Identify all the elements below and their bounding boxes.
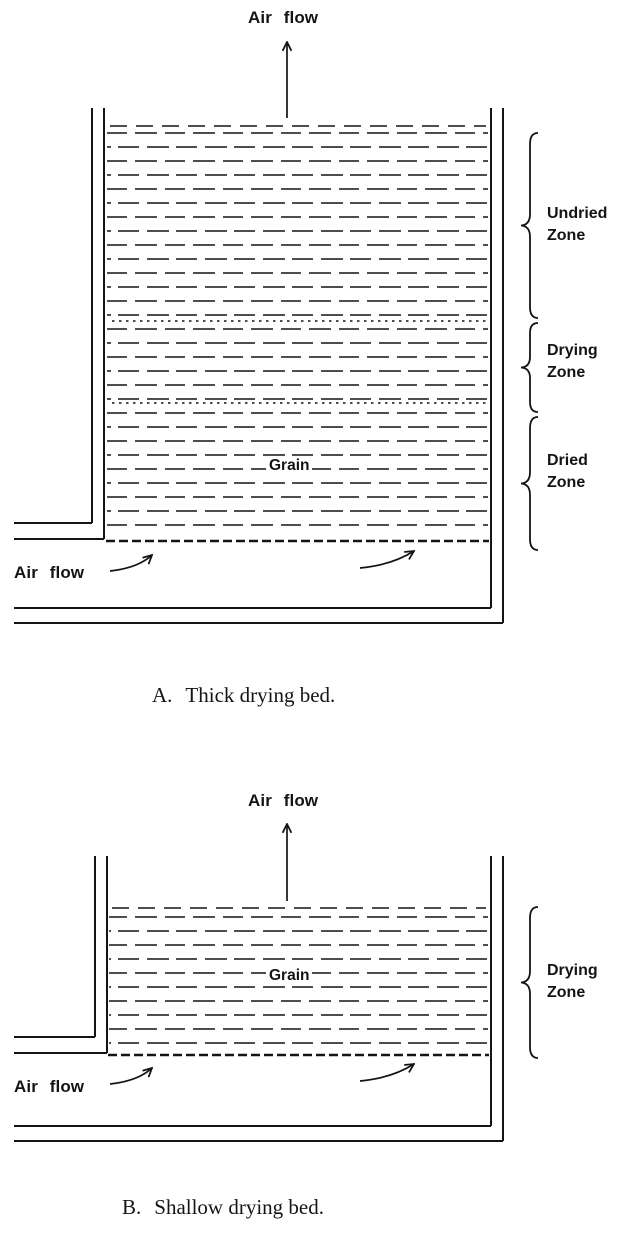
bin-walls-b	[94, 856, 504, 1141]
zone-label-drying-b-line2: Zone	[547, 984, 586, 1001]
brace-dried-zone	[520, 416, 539, 551]
zone-label-dried: Dried Zone	[547, 450, 588, 494]
zone-label-undried: Undried Zone	[547, 203, 607, 247]
caption-b-text: Shallow drying bed.	[154, 1195, 324, 1219]
zone-label-drying-a-line2: Zone	[547, 364, 586, 381]
grain-label-a: Grain	[266, 457, 313, 475]
inlet-arrow-right-a	[359, 551, 414, 569]
zone-label-dried-line2: Zone	[547, 474, 586, 491]
zone-label-drying-b-line1: Drying	[547, 962, 598, 979]
inlet-arrow-left-a	[109, 555, 152, 572]
air-inlet-duct-a	[14, 522, 104, 540]
zone-label-undried-line1: Undried	[547, 205, 608, 222]
diagram-a-art	[14, 42, 539, 624]
zone-label-drying-a-line1: Drying	[547, 342, 598, 359]
caption-a: A. Thick drying bed.	[152, 683, 335, 708]
zone-label-drying-b: Drying Zone	[547, 960, 598, 1004]
plenum-floor-a	[14, 607, 503, 624]
airflow-bottom-label-b: Air flow	[14, 1077, 85, 1096]
caption-b: B. Shallow drying bed.	[122, 1195, 324, 1220]
brace-drying-zone-b	[520, 906, 539, 1059]
airflow-bottom-label-a: Air flow	[14, 563, 85, 582]
zone-label-drying-a: Drying Zone	[547, 340, 598, 384]
zone-label-undried-line2: Zone	[547, 227, 586, 244]
caption-a-letter: A.	[152, 683, 173, 707]
grain-label-b: Grain	[266, 967, 313, 985]
bin-walls-a	[91, 108, 504, 623]
airflow-top-label-b: Air flow	[248, 791, 319, 810]
brace-drying-zone-a	[520, 322, 539, 413]
inlet-arrow-left-b	[109, 1068, 152, 1085]
plenum-floor-b	[14, 1125, 503, 1142]
caption-a-text: Thick drying bed.	[185, 683, 336, 707]
zone-braces-a	[520, 132, 539, 551]
airflow-top-label-a: Air flow	[248, 8, 319, 27]
zone-label-dried-line1: Dried	[547, 452, 588, 469]
inlet-arrow-right-b	[359, 1064, 414, 1082]
air-inlet-duct-b	[14, 1036, 107, 1054]
caption-b-letter: B.	[122, 1195, 142, 1219]
brace-undried-zone	[520, 132, 539, 319]
